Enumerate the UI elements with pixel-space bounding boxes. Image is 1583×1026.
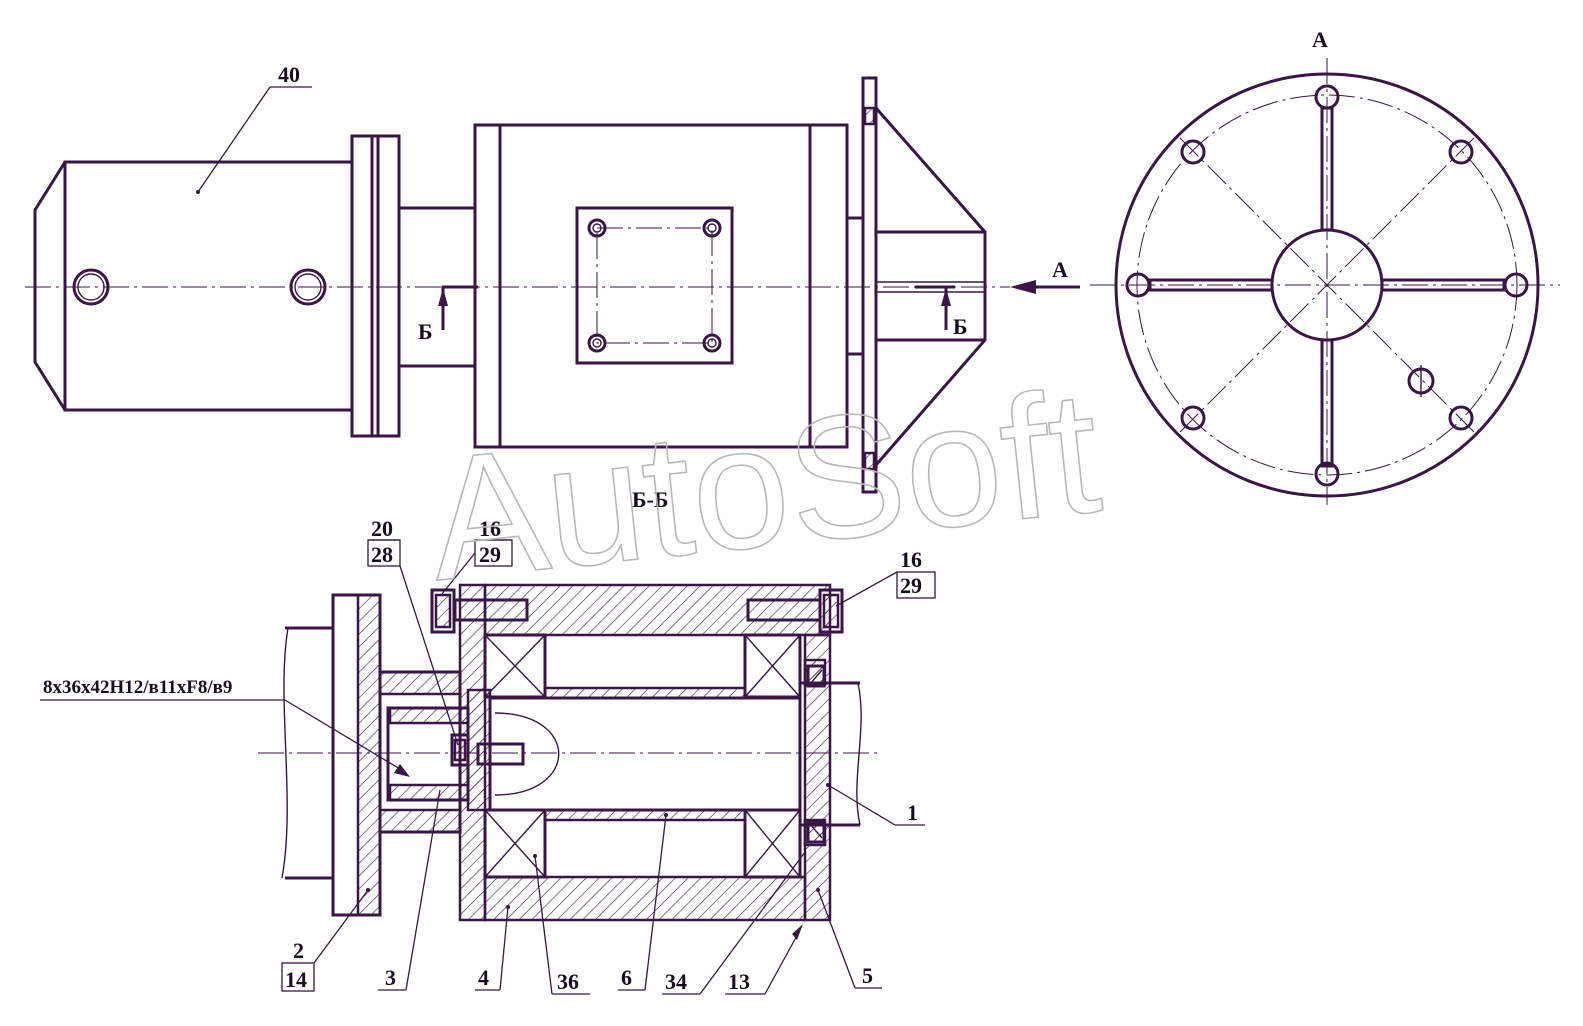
callout-4: 4 [478,965,489,990]
section-title: Б-Б [632,487,668,512]
spline-spec-label: 8x36x42H12/в11xF8/в9 [43,677,232,698]
callout-16-right: 16 [900,547,922,572]
callout-6: 6 [621,965,632,990]
callout-40: 40 [278,62,300,87]
callout-16-left: 16 [479,516,501,541]
callout-29-right: 29 [900,573,922,598]
callout-13: 13 [728,969,750,994]
callout-2: 2 [293,938,304,963]
callout-34: 34 [665,969,687,994]
section-mark-right: Б [953,314,968,339]
callout-36: 36 [557,969,579,994]
view-a-title: А [1312,27,1328,52]
callout-5: 5 [862,963,873,988]
callout-3: 3 [385,965,396,990]
callout-14: 14 [285,967,307,992]
callout-20: 20 [371,516,393,541]
callout-28: 28 [371,542,393,567]
callout-1: 1 [907,800,918,825]
watermark: AutoSoft [420,354,1108,618]
view-a: А [1090,27,1560,505]
section-mark-left: Б [418,319,433,344]
section-bb: Б-Б [258,487,880,922]
top-assembly-view: Б Б А [25,76,1080,494]
view-a-arrow-label: А [1052,257,1068,282]
callout-29-left: 29 [479,542,501,567]
callouts: 40 20 28 16 29 16 29 8x36x42H12/в11xF8/в… [40,62,936,995]
